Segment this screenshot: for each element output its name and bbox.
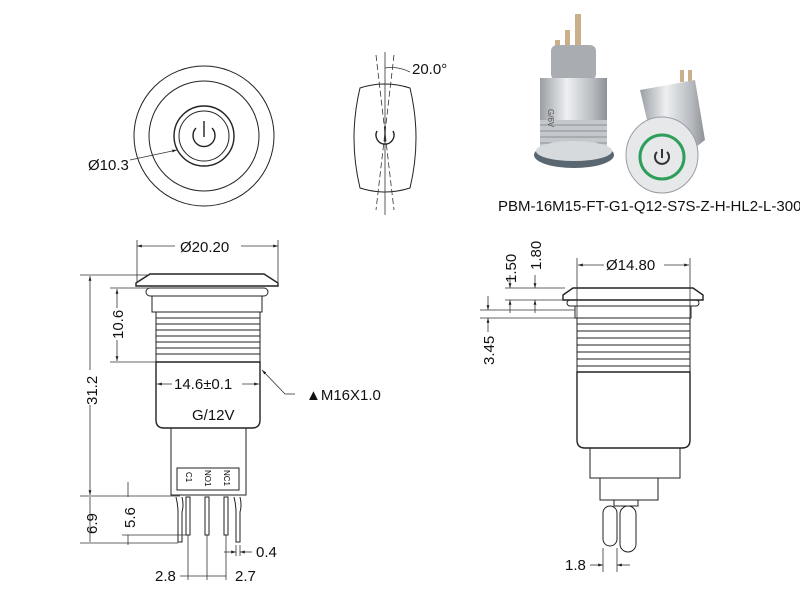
photo-body-marking: G/6V bbox=[546, 109, 555, 128]
pin-length-outer-label: 6.9 bbox=[84, 513, 101, 534]
pin-thickness-label: 0.4 bbox=[256, 544, 277, 561]
side-view: Ø14.80 1.50 1.80 3.45 1.8 bbox=[480, 241, 704, 574]
terminal-c1: C1 bbox=[184, 472, 193, 483]
top-view: Ø10.3 bbox=[88, 65, 275, 207]
pitch-right-label: 2.7 bbox=[235, 568, 256, 585]
angle-view: 20.0° bbox=[353, 52, 447, 215]
total-length-label: 31.2 bbox=[84, 376, 101, 405]
power-icon bbox=[192, 121, 216, 148]
pin-spacing-label: 1.8 bbox=[565, 557, 586, 574]
pitch-left-label: 2.8 bbox=[155, 568, 176, 585]
front-view: C1 NO1 NC1 G/12V Ø20.20 31.2 10.6 14.6±0… bbox=[80, 239, 381, 585]
flange-thickness-label: 1.50 bbox=[503, 254, 520, 283]
body-marking: G/12V bbox=[192, 407, 235, 424]
terminal-no1: NO1 bbox=[203, 470, 212, 487]
product-photo: G/6V PBM-16M15-FT-G1-Q12-S7S-Z-H-HL2-L-3… bbox=[498, 14, 800, 215]
angle-label: 20.0° bbox=[412, 61, 447, 78]
head-height-label: 1.80 bbox=[528, 241, 545, 270]
top-diameter-label: Ø10.3 bbox=[88, 157, 129, 174]
product-caption: PBM-16M15-FT-G1-Q12-S7S-Z-H-HL2-L-3008 bbox=[498, 198, 800, 215]
led-ring bbox=[638, 133, 686, 181]
thread-spec-label: ▲M16X1.0 bbox=[306, 387, 381, 404]
power-icon bbox=[654, 151, 670, 165]
thread-length-label: 10.6 bbox=[110, 310, 127, 339]
body-diameter-label: 14.6±0.1 bbox=[174, 376, 232, 393]
pin-length-inner-label: 5.6 bbox=[122, 507, 139, 528]
thread-diameter-label: Ø14.80 bbox=[606, 257, 655, 274]
terminal-nc1: NC1 bbox=[222, 470, 231, 487]
nut-gap-label: 3.45 bbox=[481, 336, 498, 365]
flange-diameter-label: Ø20.20 bbox=[180, 239, 229, 256]
